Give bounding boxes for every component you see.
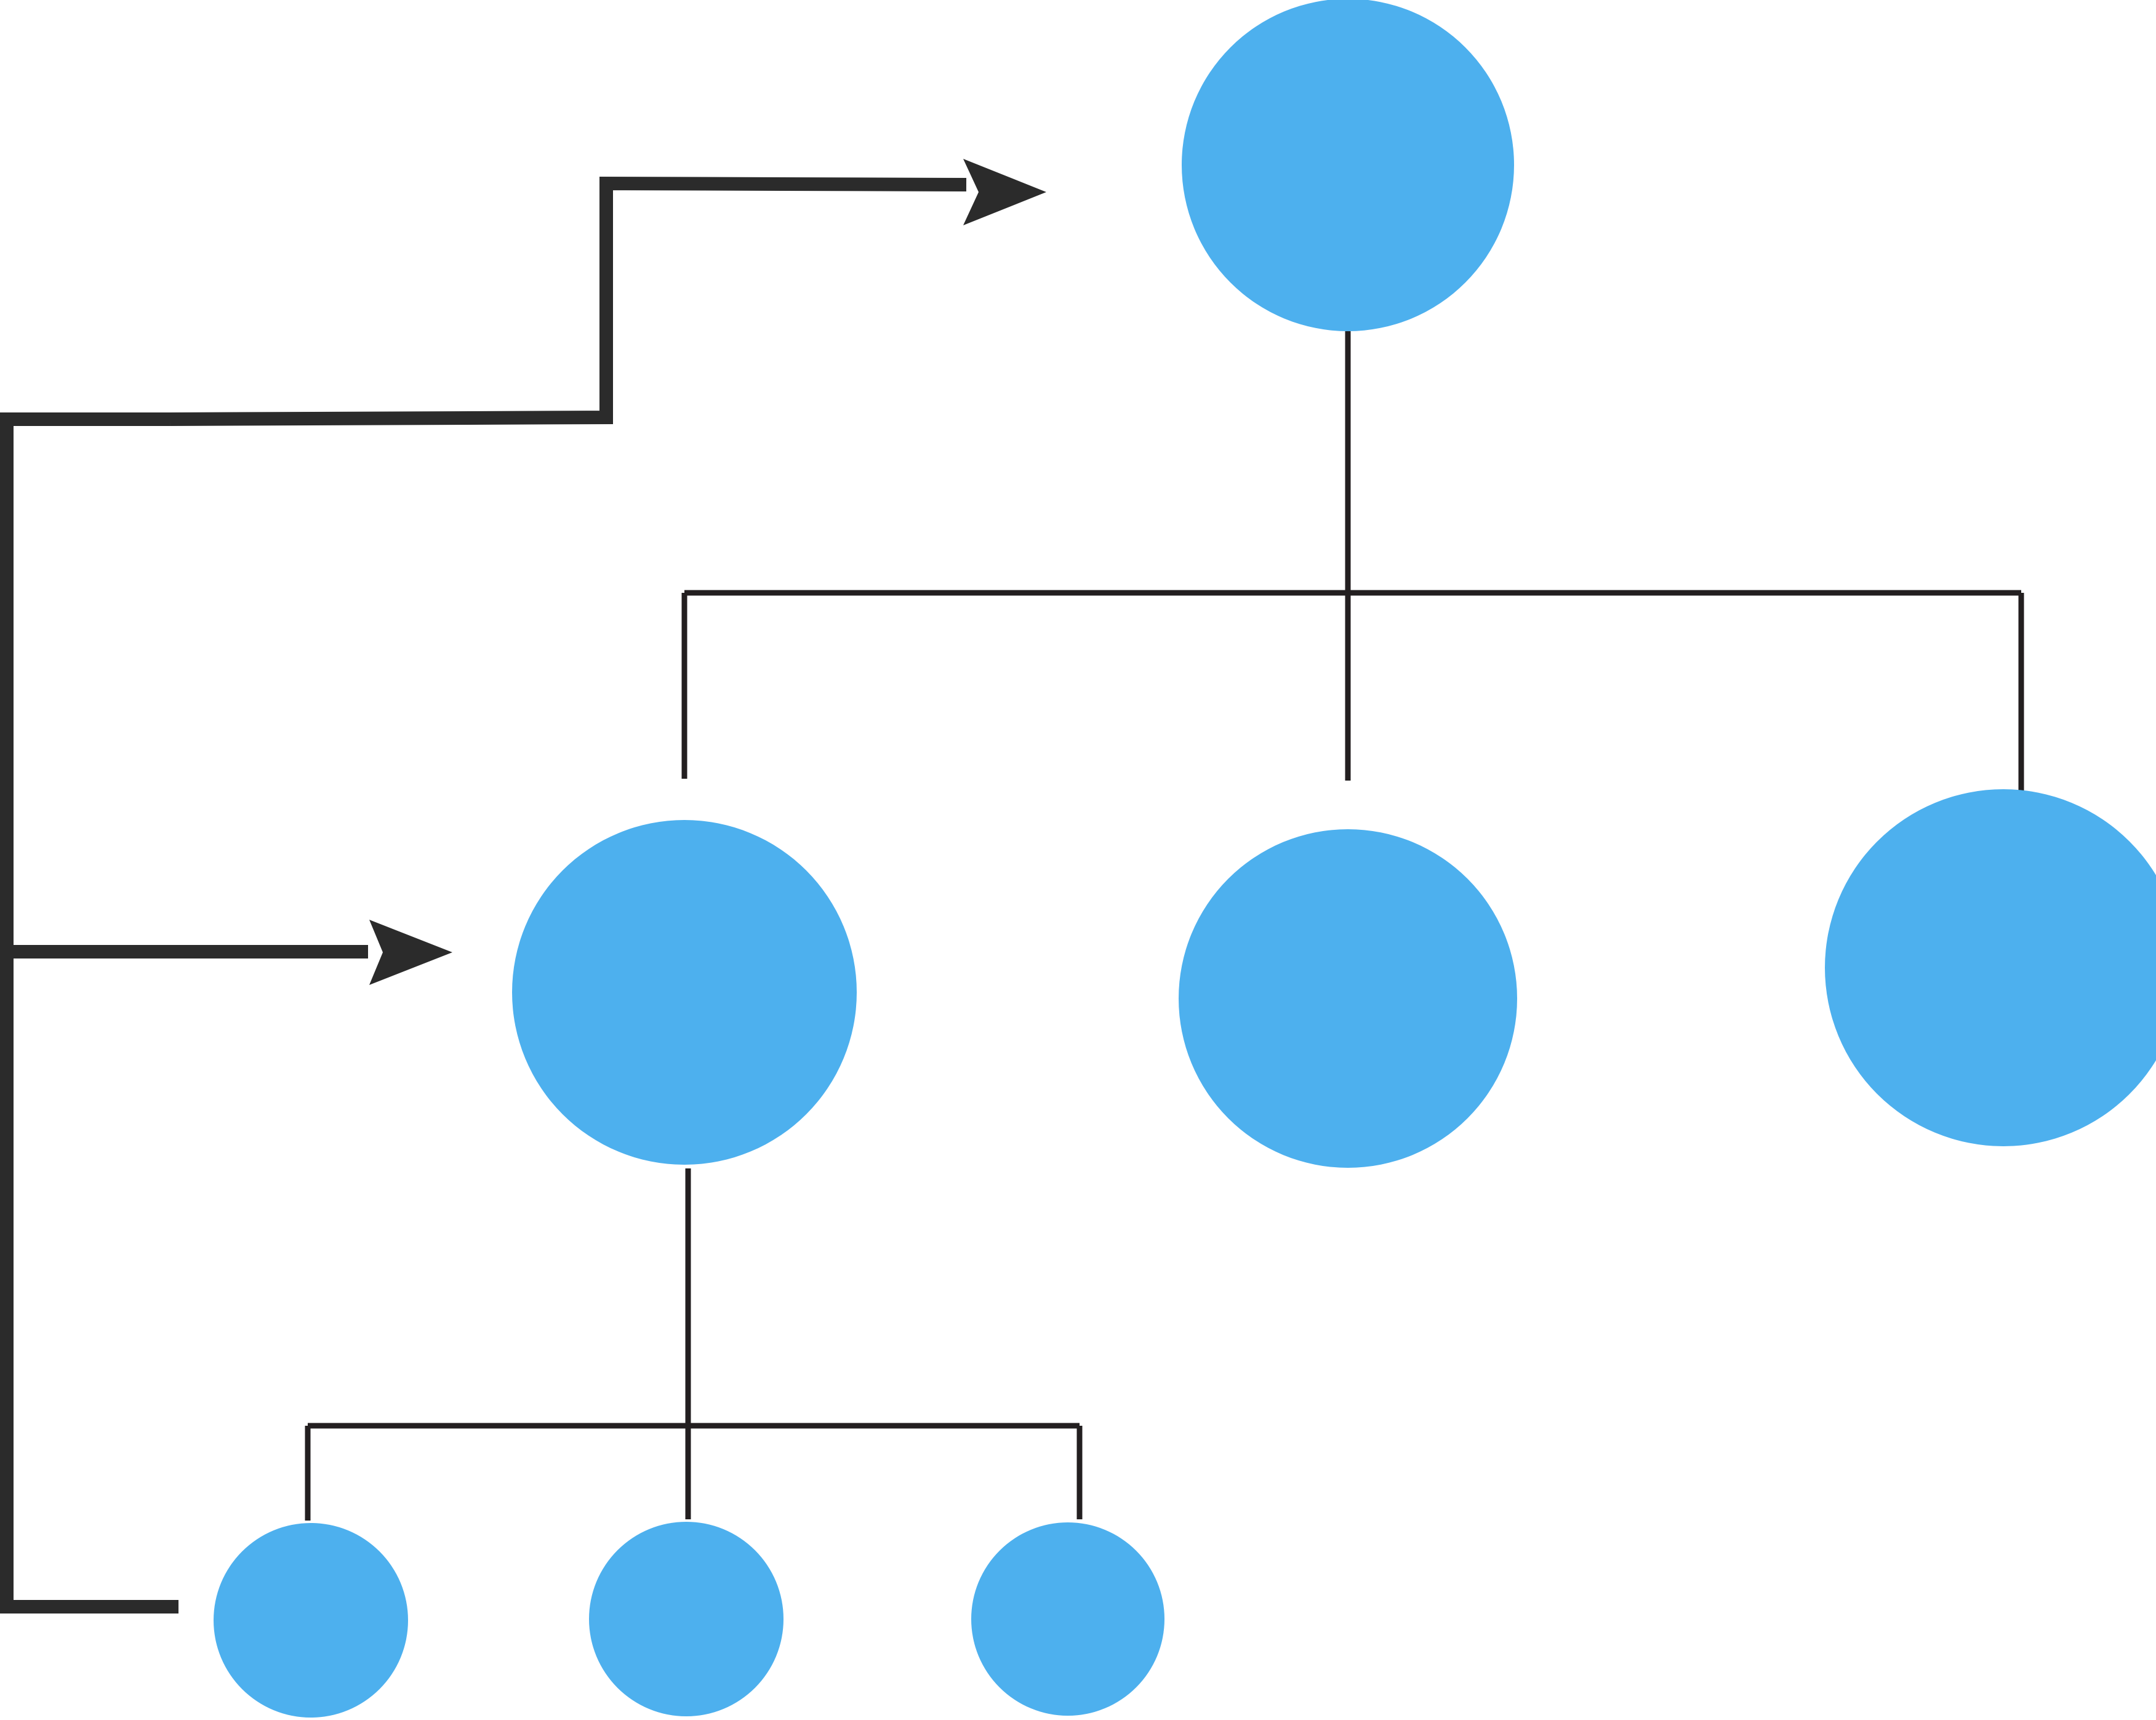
node-root[interactable] (1182, 0, 1514, 331)
flow-arrow-to-root-path (169, 176, 967, 426)
tree-edge-group (305, 331, 2024, 1521)
node-grandchild-1[interactable] (214, 1523, 408, 1718)
node-child-3[interactable] (1825, 789, 2156, 1146)
node-grandchild-3[interactable] (971, 1522, 1164, 1716)
flow-arrow-to-child-1-path (0, 412, 178, 1614)
flow-arrow-group (0, 159, 1046, 1614)
node-child-1[interactable] (512, 820, 857, 1165)
arrow-head-to-child-1-icon (369, 920, 452, 985)
node-group (214, 0, 2156, 1718)
node-child-2[interactable] (1179, 829, 1517, 1168)
node-grandchild-2[interactable] (589, 1522, 783, 1716)
arrow-head-to-root-icon (963, 159, 1046, 225)
